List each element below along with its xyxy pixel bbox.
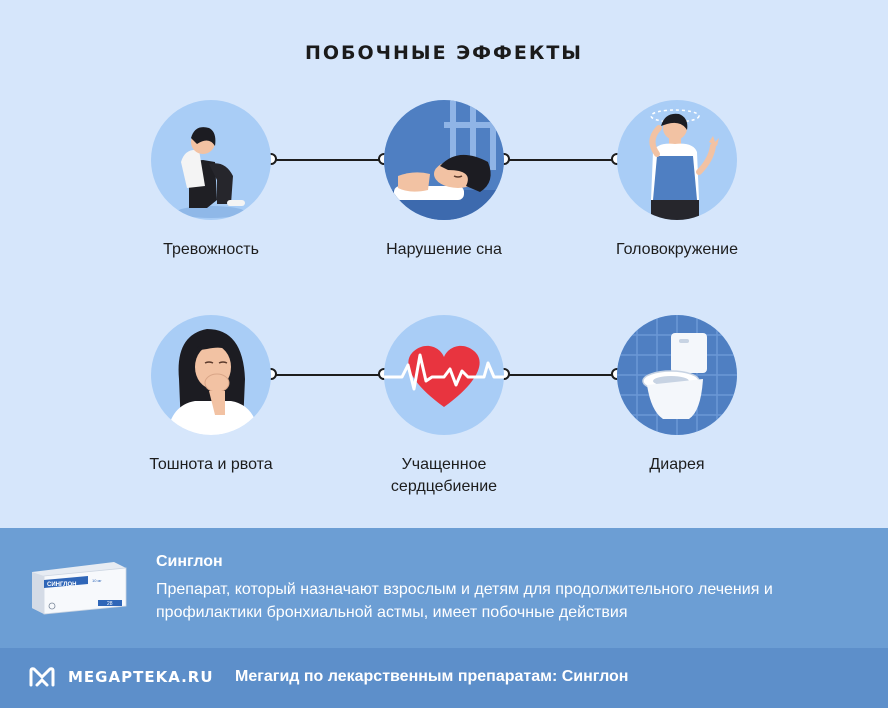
connector: [271, 374, 384, 376]
product-description: Препарат, который назначают взрослым и д…: [156, 581, 773, 621]
page-title: ПОБОЧНЫЕ ЭФФЕКТЫ: [304, 42, 583, 64]
connector: [504, 374, 617, 376]
medicine-box-image: СИНГЛОН 10 мг 28: [28, 558, 128, 616]
product-info-band: [0, 528, 888, 648]
megapteka-logo-icon[interactable]: [28, 665, 56, 689]
box-dose: 10 мг: [92, 578, 102, 583]
sleeping-person-icon: [384, 100, 504, 220]
effect-label-anxiety: Тревожность: [163, 241, 259, 258]
effect-label-dizziness: Головокружение: [616, 241, 738, 258]
anxious-person-icon: [151, 100, 271, 220]
effect-label-diarrhea: Диарея: [649, 456, 705, 473]
product-name: Синглон: [156, 553, 223, 570]
dizzy-person-icon: [617, 100, 737, 220]
footer-caption: Мегагид по лекарственным препаратам: Син…: [235, 668, 629, 685]
effect-label-nausea: Тошнота и рвота: [149, 456, 273, 473]
effect-label-sleep: Нарушение сна: [386, 241, 502, 258]
heartbeat-icon: [384, 315, 504, 435]
footer: [0, 648, 888, 708]
connector: [504, 159, 617, 161]
box-label: СИНГЛОН: [47, 582, 76, 588]
connector: [271, 159, 384, 161]
toilet-icon: [617, 315, 737, 435]
nauseous-person-icon: [151, 315, 271, 435]
box-count: 28: [107, 601, 113, 607]
brand-name[interactable]: MEGAPTEKA.RU: [68, 668, 214, 686]
effect-label-heartbeat: Учащенное сердцебиение: [390, 456, 498, 495]
